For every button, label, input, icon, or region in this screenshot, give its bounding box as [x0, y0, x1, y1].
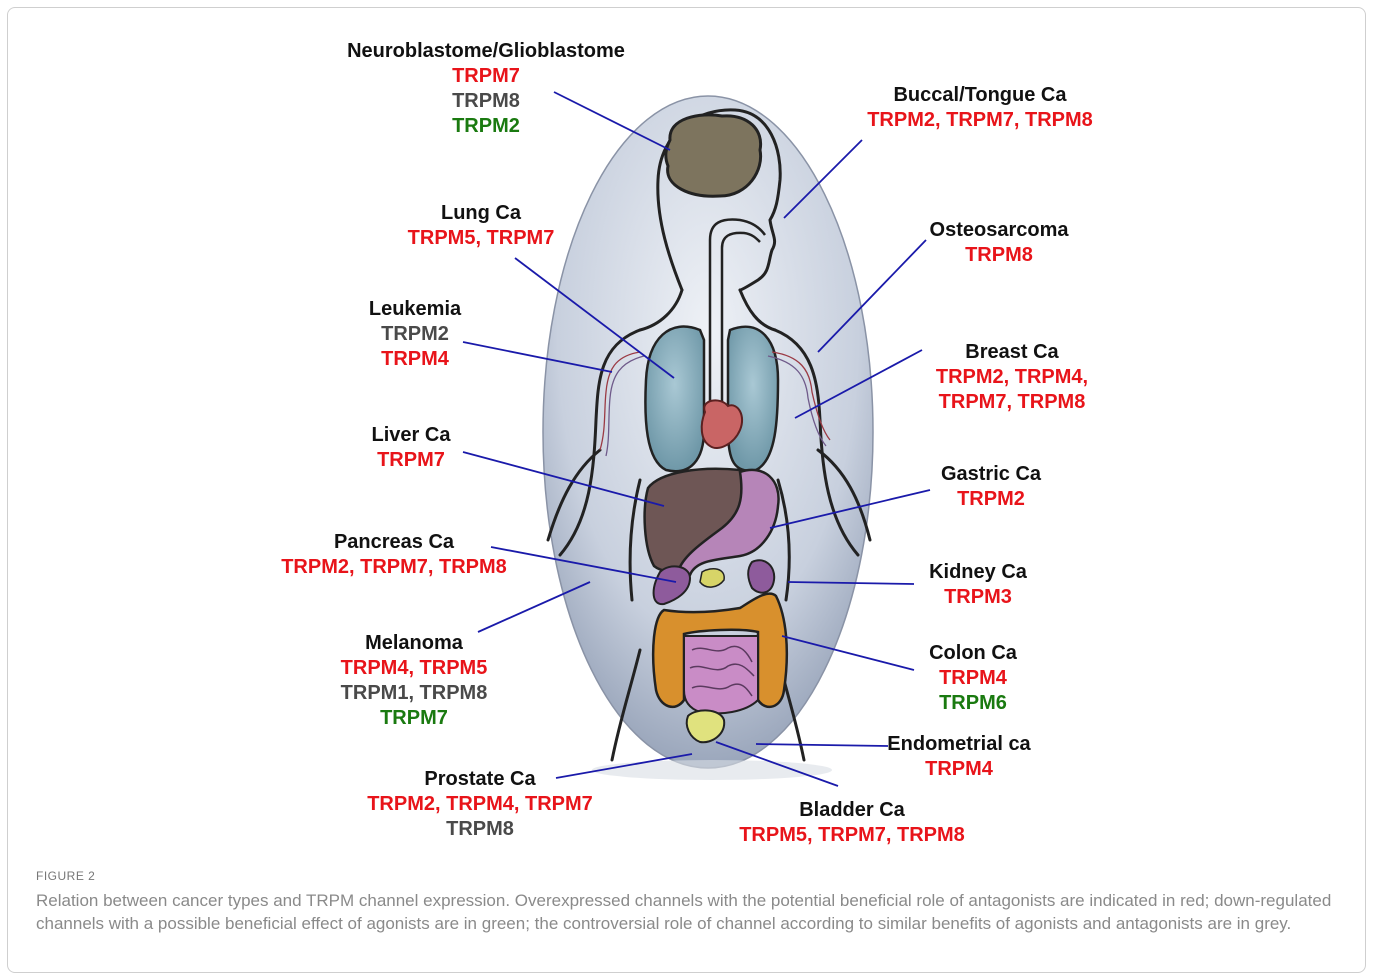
label-title: Bladder Ca: [739, 798, 965, 823]
label-title: Gastric Ca: [941, 462, 1041, 487]
right-lung: [645, 327, 704, 472]
channel-overexpressed: TRPM4: [929, 666, 1017, 691]
label-title: Kidney Ca: [929, 560, 1027, 585]
channel-overexpressed: TRPM2, TRPM4, TRPM7: [367, 792, 593, 817]
label-osteosarcoma: Osteosarcoma TRPM8: [930, 218, 1069, 268]
channel-controversial: TRPM1, TRPM8: [341, 681, 488, 706]
left-lung: [728, 327, 778, 471]
label-bladder: Bladder Ca TRPM5, TRPM7, TRPM8: [739, 798, 965, 848]
line-endometrial: [756, 744, 888, 746]
channel-controversial: TRPM2: [369, 322, 461, 347]
brain: [666, 115, 761, 196]
channel-overexpressed: TRPM3: [929, 585, 1027, 610]
label-kidney: Kidney Ca TRPM3: [929, 560, 1027, 610]
channel-downregulated: TRPM7: [341, 706, 488, 731]
channel-controversial: TRPM8: [367, 817, 593, 842]
label-liver: Liver Ca TRPM7: [372, 423, 451, 473]
label-pancreas: Pancreas Ca TRPM2, TRPM7, TRPM8: [281, 530, 507, 580]
channel-downregulated: TRPM6: [929, 691, 1017, 716]
label-buccal-tongue: Buccal/Tongue Ca TRPM2, TRPM7, TRPM8: [867, 83, 1093, 133]
label-title: Lung Ca: [408, 201, 555, 226]
label-endometrial: Endometrial ca TRPM4: [887, 732, 1030, 782]
label-breast: Breast Ca TRPM2, TRPM4, TRPM7, TRPM8: [936, 340, 1088, 415]
label-title: Endometrial ca: [887, 732, 1030, 757]
label-title: Buccal/Tongue Ca: [867, 83, 1093, 108]
label-title: Osteosarcoma: [930, 218, 1069, 243]
label-title: Prostate Ca: [367, 767, 593, 792]
label-colon: Colon Ca TRPM4 TRPM6: [929, 641, 1017, 716]
channel-overexpressed: TRPM2, TRPM7, TRPM8: [281, 555, 507, 580]
label-title: Colon Ca: [929, 641, 1017, 666]
figure-caption: Relation between cancer types and TRPM c…: [36, 889, 1336, 935]
channel-overexpressed: TRPM7: [347, 64, 625, 89]
channel-overexpressed: TRPM4: [369, 347, 461, 372]
channel-overexpressed: TRPM2, TRPM4,: [936, 365, 1088, 390]
channel-overexpressed: TRPM2, TRPM7, TRPM8: [867, 108, 1093, 133]
label-title: Leukemia: [369, 297, 461, 322]
channel-overexpressed: TRPM5, TRPM7, TRPM8: [739, 823, 965, 848]
channel-overexpressed: TRPM7: [372, 448, 451, 473]
channel-overexpressed: TRPM8: [930, 243, 1069, 268]
label-title: Pancreas Ca: [281, 530, 507, 555]
channel-overexpressed: TRPM2: [941, 487, 1041, 512]
gallbladder: [700, 569, 724, 587]
label-title: Melanoma: [341, 631, 488, 656]
label-prostate: Prostate Ca TRPM2, TRPM4, TRPM7 TRPM8: [367, 767, 593, 842]
label-title: Liver Ca: [372, 423, 451, 448]
label-melanoma: Melanoma TRPM4, TRPM5 TRPM1, TRPM8 TRPM7: [341, 631, 488, 731]
channel-overexpressed: TRPM7, TRPM8: [936, 390, 1088, 415]
label-gastric: Gastric Ca TRPM2: [941, 462, 1041, 512]
channel-overexpressed: TRPM4, TRPM5: [341, 656, 488, 681]
label-title: Neuroblastome/Glioblastome: [347, 39, 625, 64]
label-neuroblastoma: Neuroblastome/Glioblastome TRPM7 TRPM8 T…: [347, 39, 625, 139]
channel-controversial: TRPM8: [347, 89, 625, 114]
channel-downregulated: TRPM2: [347, 114, 625, 139]
label-leukemia: Leukemia TRPM2 TRPM4: [369, 297, 461, 372]
label-lung: Lung Ca TRPM5, TRPM7: [408, 201, 555, 251]
kidney: [748, 560, 774, 592]
figure-label: FIGURE 2: [36, 869, 95, 883]
small-intestine: [684, 636, 758, 714]
label-title: Breast Ca: [936, 340, 1088, 365]
channel-overexpressed: TRPM5, TRPM7: [408, 226, 555, 251]
channel-overexpressed: TRPM4: [887, 757, 1030, 782]
